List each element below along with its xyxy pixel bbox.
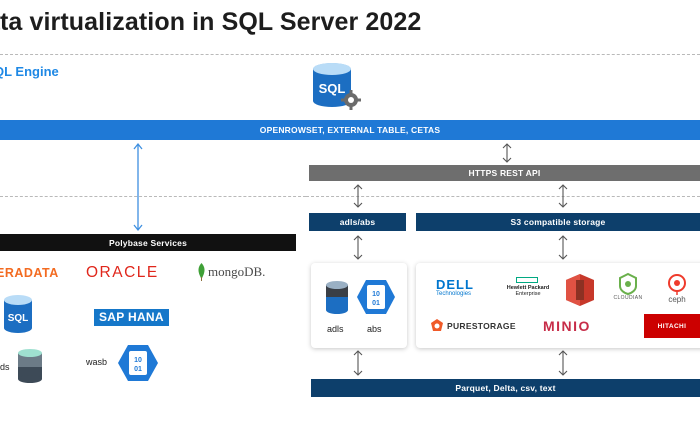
sap-hana-logo: SAP HANA — [94, 307, 169, 327]
abs-label: abs — [367, 324, 382, 334]
ceph-icon — [668, 274, 686, 295]
s3-panel-arrow — [558, 235, 568, 260]
abs-blob-icon: 10 01 — [357, 280, 395, 314]
minio-logo: MINIO — [543, 318, 591, 334]
svg-text:01: 01 — [134, 366, 142, 373]
cloudian-logo: CLOUDIAN — [608, 272, 648, 307]
cloudian-shield-icon — [619, 272, 637, 296]
dell-logo-subtext: Technologies — [436, 291, 472, 297]
https-rest-api-bar: HTTPS REST API — [309, 165, 700, 181]
page-title: ata virtualization in SQL Server 2022 — [0, 8, 422, 36]
ds-database-icon — [17, 348, 43, 384]
right-dashed-divider — [306, 196, 700, 197]
ceph-logo: ceph — [660, 273, 694, 307]
adls-label: adls — [327, 324, 344, 334]
sap-hana-logo-text: SAP HANA — [94, 308, 169, 326]
ceph-logo-text: ceph — [668, 295, 686, 304]
sql-engine-label: QL Engine — [0, 64, 59, 79]
mongodb-leaf-icon — [198, 263, 205, 281]
dell-technologies-logo: DELL Technologies — [436, 277, 492, 303]
svg-text:01: 01 — [372, 300, 380, 307]
openrowset-bar: OPENROWSET, EXTERNAL TABLE, CETAS — [0, 120, 700, 140]
sql-database-icon: SQL — [3, 294, 33, 334]
s3-compatible-storage-bar: S3 compatible storage — [416, 213, 700, 231]
adls-abs-panel: 10 01 adls abs — [311, 263, 407, 348]
https-connector-arrow — [502, 143, 512, 163]
hpe-logo: Hewlett Packard Enterprise — [498, 277, 558, 303]
s3-format-arrow — [558, 350, 568, 376]
adls-connector-arrow — [353, 184, 363, 208]
mongodb-logo: mongoDB. — [197, 261, 281, 283]
sql-server-icon-text: SQL — [319, 81, 346, 96]
file-formats-bar: Parquet, Delta, csv, text — [311, 379, 700, 397]
s3-connector-arrow — [558, 184, 568, 208]
sql-server-icon: SQL — [308, 60, 364, 112]
hpe-logo-subtext: Enterprise — [515, 291, 541, 297]
teradata-logo: ERADATA — [0, 266, 59, 280]
s3-storage-panel: DELL Technologies Hewlett Packard Enterp… — [416, 263, 700, 348]
hitachi-logo: HITACHI — [644, 314, 700, 338]
sql-database-icon-text: SQL — [8, 313, 29, 324]
wasb-label: wasb — [86, 357, 108, 367]
amazon-s3-icon — [566, 274, 594, 306]
adls-panel-arrow — [353, 235, 363, 260]
hpe-logo-text: Hewlett Packard — [506, 285, 550, 291]
purestorage-icon — [431, 319, 443, 331]
purestorage-logo: PURESTORAGE — [430, 318, 516, 334]
cloudian-logo-text: CLOUDIAN — [613, 295, 643, 301]
top-dashed-divider — [0, 54, 700, 55]
ds-label: ds — [0, 362, 10, 372]
polybase-connector-arrow — [133, 142, 143, 232]
polybase-services-bar: Polybase Services — [0, 234, 296, 251]
adls-format-arrow — [353, 350, 363, 376]
adls-abs-bar: adls/abs — [309, 213, 406, 231]
svg-text:10: 10 — [134, 357, 142, 364]
hpe-rectangle-icon — [516, 277, 538, 283]
left-dashed-divider — [0, 196, 306, 197]
svg-text:10: 10 — [372, 291, 380, 298]
purestorage-logo-text: PURESTORAGE — [447, 321, 516, 331]
oracle-logo: ORACLE — [86, 264, 159, 281]
hitachi-logo-text: HITACHI — [657, 322, 687, 330]
dell-logo-text: DELL — [436, 277, 474, 292]
mongodb-logo-text: mongoDB. — [208, 264, 266, 279]
wasb-blob-icon: 10 01 — [118, 345, 158, 381]
adls-database-icon — [325, 281, 349, 315]
